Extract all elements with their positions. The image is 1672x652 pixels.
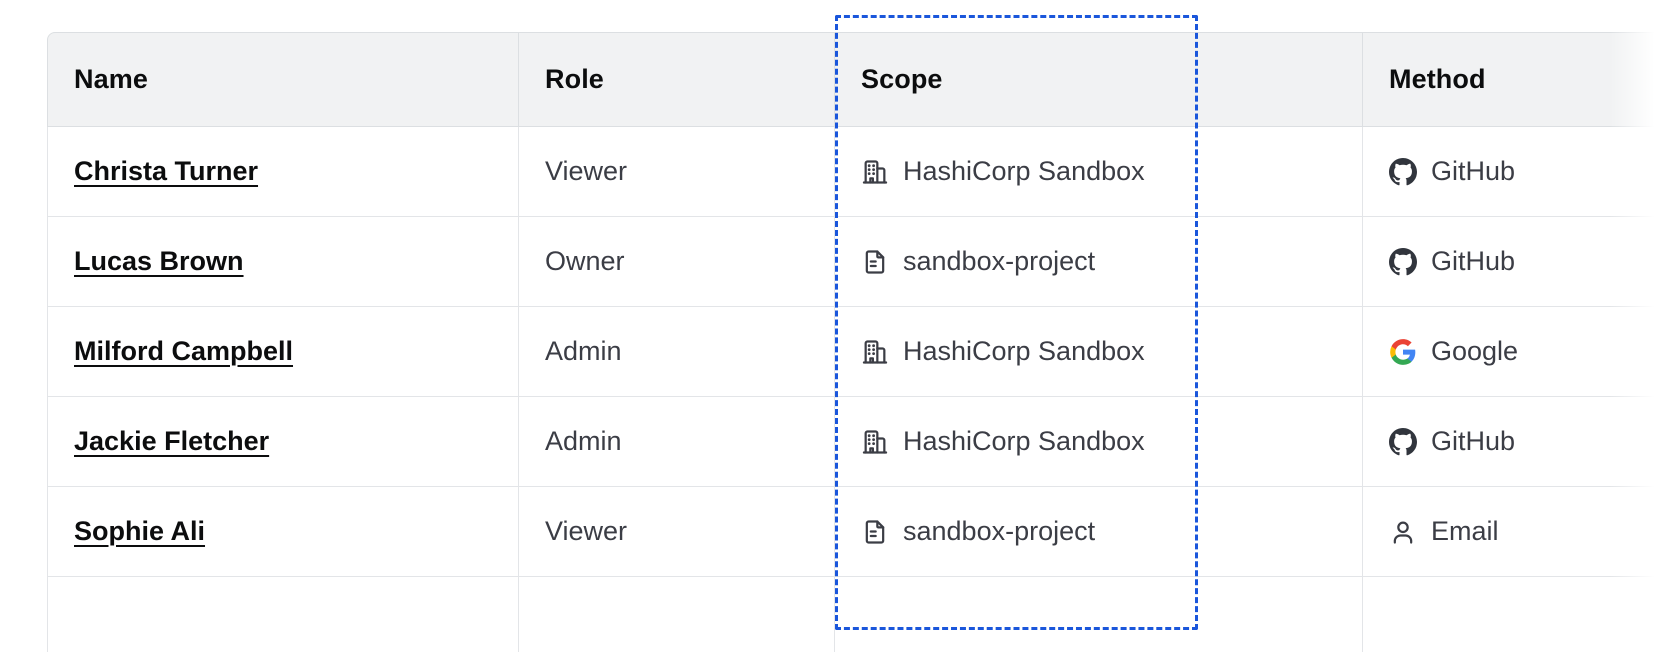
organization-building-icon [861, 428, 889, 456]
member-name-link[interactable]: Jackie Fletcher [74, 426, 270, 456]
cell-name: Sophie Ali [47, 487, 519, 577]
cell-name: Jackie Fletcher [47, 397, 519, 487]
cell-method [1363, 577, 1672, 652]
cell-name: Milford Campbell [47, 307, 519, 397]
role-label: Viewer [545, 516, 628, 546]
role-label: Owner [545, 246, 625, 276]
role-label: Admin [545, 336, 622, 366]
members-table-scroll-container[interactable]: Name Role Scope Method Christa Turner Vi… [47, 32, 1672, 652]
method-label: Google [1431, 336, 1519, 366]
scope-label: HashiCorp Sandbox [903, 156, 1145, 186]
role-label: Viewer [545, 156, 628, 186]
table-row[interactable] [47, 577, 1672, 652]
person-icon [1389, 518, 1417, 546]
method-label: GitHub [1431, 246, 1516, 276]
cell-scope: HashiCorp Sandbox [835, 127, 1363, 217]
table-header: Name Role Scope Method [47, 32, 1672, 127]
table-body: Christa Turner Viewer [47, 127, 1672, 652]
cell-scope: sandbox-project [835, 217, 1363, 307]
organization-building-icon [861, 158, 889, 186]
cell-name: Christa Turner [47, 127, 519, 217]
cell-scope: HashiCorp Sandbox [835, 397, 1363, 487]
table-row[interactable]: Lucas Brown Owner [47, 217, 1672, 307]
github-icon [1389, 427, 1417, 456]
method-label: Email [1431, 516, 1499, 546]
column-header-name[interactable]: Name [47, 32, 519, 127]
column-header-method[interactable]: Method [1363, 32, 1672, 127]
cell-role: Owner [519, 217, 835, 307]
method-label: GitHub [1431, 156, 1516, 186]
cell-method: GitHub [1363, 397, 1672, 487]
table-row[interactable]: Christa Turner Viewer [47, 127, 1672, 217]
scope-label: sandbox-project [903, 516, 1096, 546]
scope-label: HashiCorp Sandbox [903, 426, 1145, 456]
members-table: Name Role Scope Method Christa Turner Vi… [47, 32, 1672, 652]
organization-building-icon [861, 338, 889, 366]
cell-name: Lucas Brown [47, 217, 519, 307]
member-name-link[interactable]: Sophie Ali [74, 516, 206, 546]
scope-label: sandbox-project [903, 246, 1096, 276]
cell-role [519, 577, 835, 652]
cell-scope: HashiCorp Sandbox [835, 307, 1363, 397]
member-name-link[interactable]: Christa Turner [74, 156, 259, 186]
scope-label: HashiCorp Sandbox [903, 336, 1145, 366]
table-row[interactable]: Milford Campbell Admin [47, 307, 1672, 397]
role-label: Admin [545, 426, 622, 456]
cell-method: GitHub [1363, 127, 1672, 217]
github-icon [1389, 157, 1417, 186]
project-document-icon [861, 248, 889, 276]
cell-role: Admin [519, 307, 835, 397]
cell-role: Viewer [519, 127, 835, 217]
project-document-icon [861, 518, 889, 546]
cell-method: Google [1363, 307, 1672, 397]
member-name-link[interactable]: Milford Campbell [74, 336, 294, 366]
cell-name [47, 577, 519, 652]
member-name-link[interactable]: Lucas Brown [74, 246, 244, 276]
github-icon [1389, 247, 1417, 276]
column-header-role[interactable]: Role [519, 32, 835, 127]
table-row[interactable]: Sophie Ali Viewer [47, 487, 1672, 577]
cell-scope [835, 577, 1363, 652]
cell-method: GitHub [1363, 217, 1672, 307]
cell-method: Email [1363, 487, 1672, 577]
cell-role: Viewer [519, 487, 835, 577]
column-header-scope[interactable]: Scope [835, 32, 1363, 127]
table-row[interactable]: Jackie Fletcher Admin [47, 397, 1672, 487]
method-label: GitHub [1431, 426, 1516, 456]
google-icon [1389, 338, 1417, 366]
cell-role: Admin [519, 397, 835, 487]
table-header-row: Name Role Scope Method [47, 32, 1672, 127]
cell-scope: sandbox-project [835, 487, 1363, 577]
